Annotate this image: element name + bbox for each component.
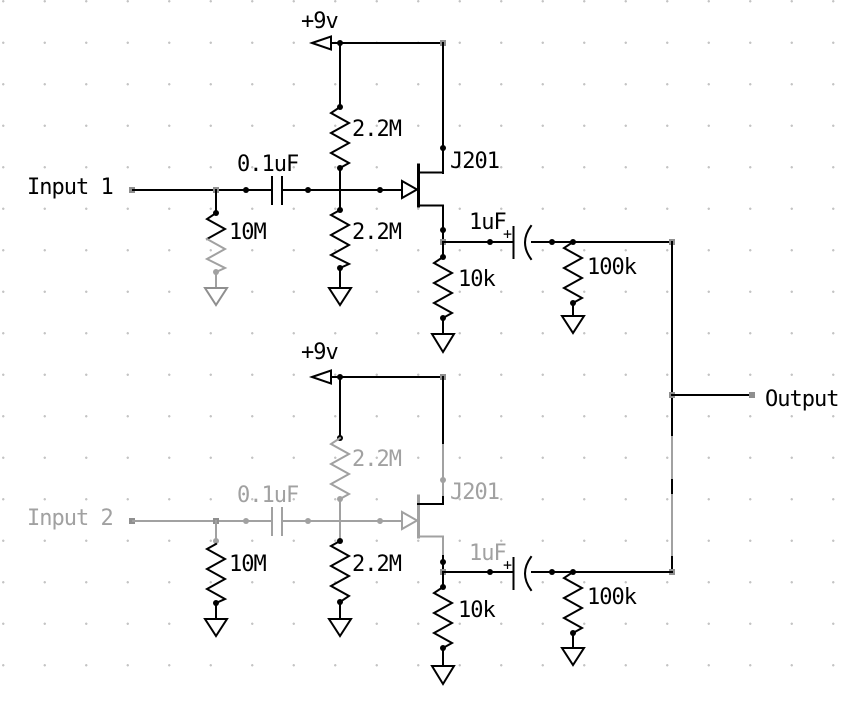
resistor-bias-lower	[328, 208, 352, 270]
capacitor-curved-plate	[524, 224, 533, 261]
endpoint-marker	[749, 392, 755, 398]
resistor-pulldown	[204, 542, 228, 605]
ground-icon	[203, 618, 229, 638]
polarity-plus-mark: +	[503, 556, 512, 574]
capacitor-curved-plate	[524, 555, 533, 592]
resistor-label: 2.2M	[352, 447, 402, 472]
resistor-bias-upper	[328, 105, 352, 170]
resistor-label: 2.2M	[352, 117, 402, 142]
junction-dot	[377, 187, 383, 193]
resistor-label: 2.2M	[352, 552, 402, 577]
ground-icon	[203, 287, 229, 307]
ground-icon	[430, 665, 456, 686]
junction-dot	[440, 477, 446, 483]
jfet-source-lead	[417, 204, 444, 243]
junction-dot	[487, 239, 493, 245]
resistor-label: 10M	[229, 220, 266, 245]
ground-icon	[327, 287, 353, 307]
jfet-source-lead	[417, 535, 444, 557]
capacitor-label: 0.1uF	[237, 483, 298, 508]
power-arrow-icon	[308, 369, 332, 385]
resistor-label: 100k	[587, 585, 637, 610]
junction-dot	[213, 538, 219, 544]
input-label: Input 1	[27, 175, 113, 200]
resistor-label: 10M	[229, 552, 266, 577]
jfet-gate-arrow-icon	[401, 510, 420, 531]
ground-icon	[560, 315, 586, 335]
junction-dot	[440, 227, 446, 233]
junction-dot	[549, 569, 555, 575]
supply-label: +9v	[301, 340, 338, 365]
resistor-bias-upper	[328, 436, 352, 501]
jfet-gate-arrow-icon	[401, 179, 420, 200]
polarity-plus-mark: +	[503, 225, 512, 243]
resistor-label: 10k	[458, 267, 495, 292]
transistor-label: J201	[450, 149, 499, 174]
output-label: Output	[765, 387, 838, 412]
junction-dot	[377, 518, 383, 524]
resistor-load	[561, 240, 585, 305]
resistor-label: 10k	[458, 598, 495, 623]
resistor-label: 2.2M	[352, 220, 402, 245]
resistor-pulldown-top	[205, 211, 228, 241]
capacitor-label: 1uF	[469, 210, 506, 235]
junction-dot	[440, 145, 446, 151]
capacitor-label: 0.1uF	[237, 152, 298, 177]
resistor-bias-lower	[328, 539, 352, 604]
resistor-label: 100k	[587, 255, 637, 280]
junction-dot	[243, 187, 249, 193]
junction-dot	[305, 187, 311, 193]
ground-icon	[430, 333, 456, 354]
power-arrow-icon	[308, 35, 332, 51]
junction-dot	[487, 569, 493, 575]
resistor-pulldown-bottom	[204, 237, 228, 274]
stage-2: +9v 2.2M 2.2M Input 2 10M	[27, 340, 673, 686]
ground-icon	[560, 647, 586, 667]
stage-1: +9v 2.2M 2.2M Input 1 10M	[27, 9, 673, 354]
input-label: Input 2	[27, 506, 113, 531]
junction-dot	[305, 518, 311, 524]
resistor-source	[431, 585, 455, 650]
junction-dot	[549, 239, 555, 245]
junction-dot	[440, 559, 446, 565]
resistor-load	[561, 570, 585, 635]
transistor-label: J201	[450, 480, 499, 505]
ground-icon	[327, 618, 353, 638]
output-bus: Output	[669, 239, 839, 575]
junction-dot	[243, 518, 249, 524]
supply-label: +9v	[301, 9, 338, 34]
jfet-drain-lead	[417, 496, 444, 505]
resistor-source	[431, 255, 455, 320]
capacitor-label: 1uF	[469, 541, 506, 566]
